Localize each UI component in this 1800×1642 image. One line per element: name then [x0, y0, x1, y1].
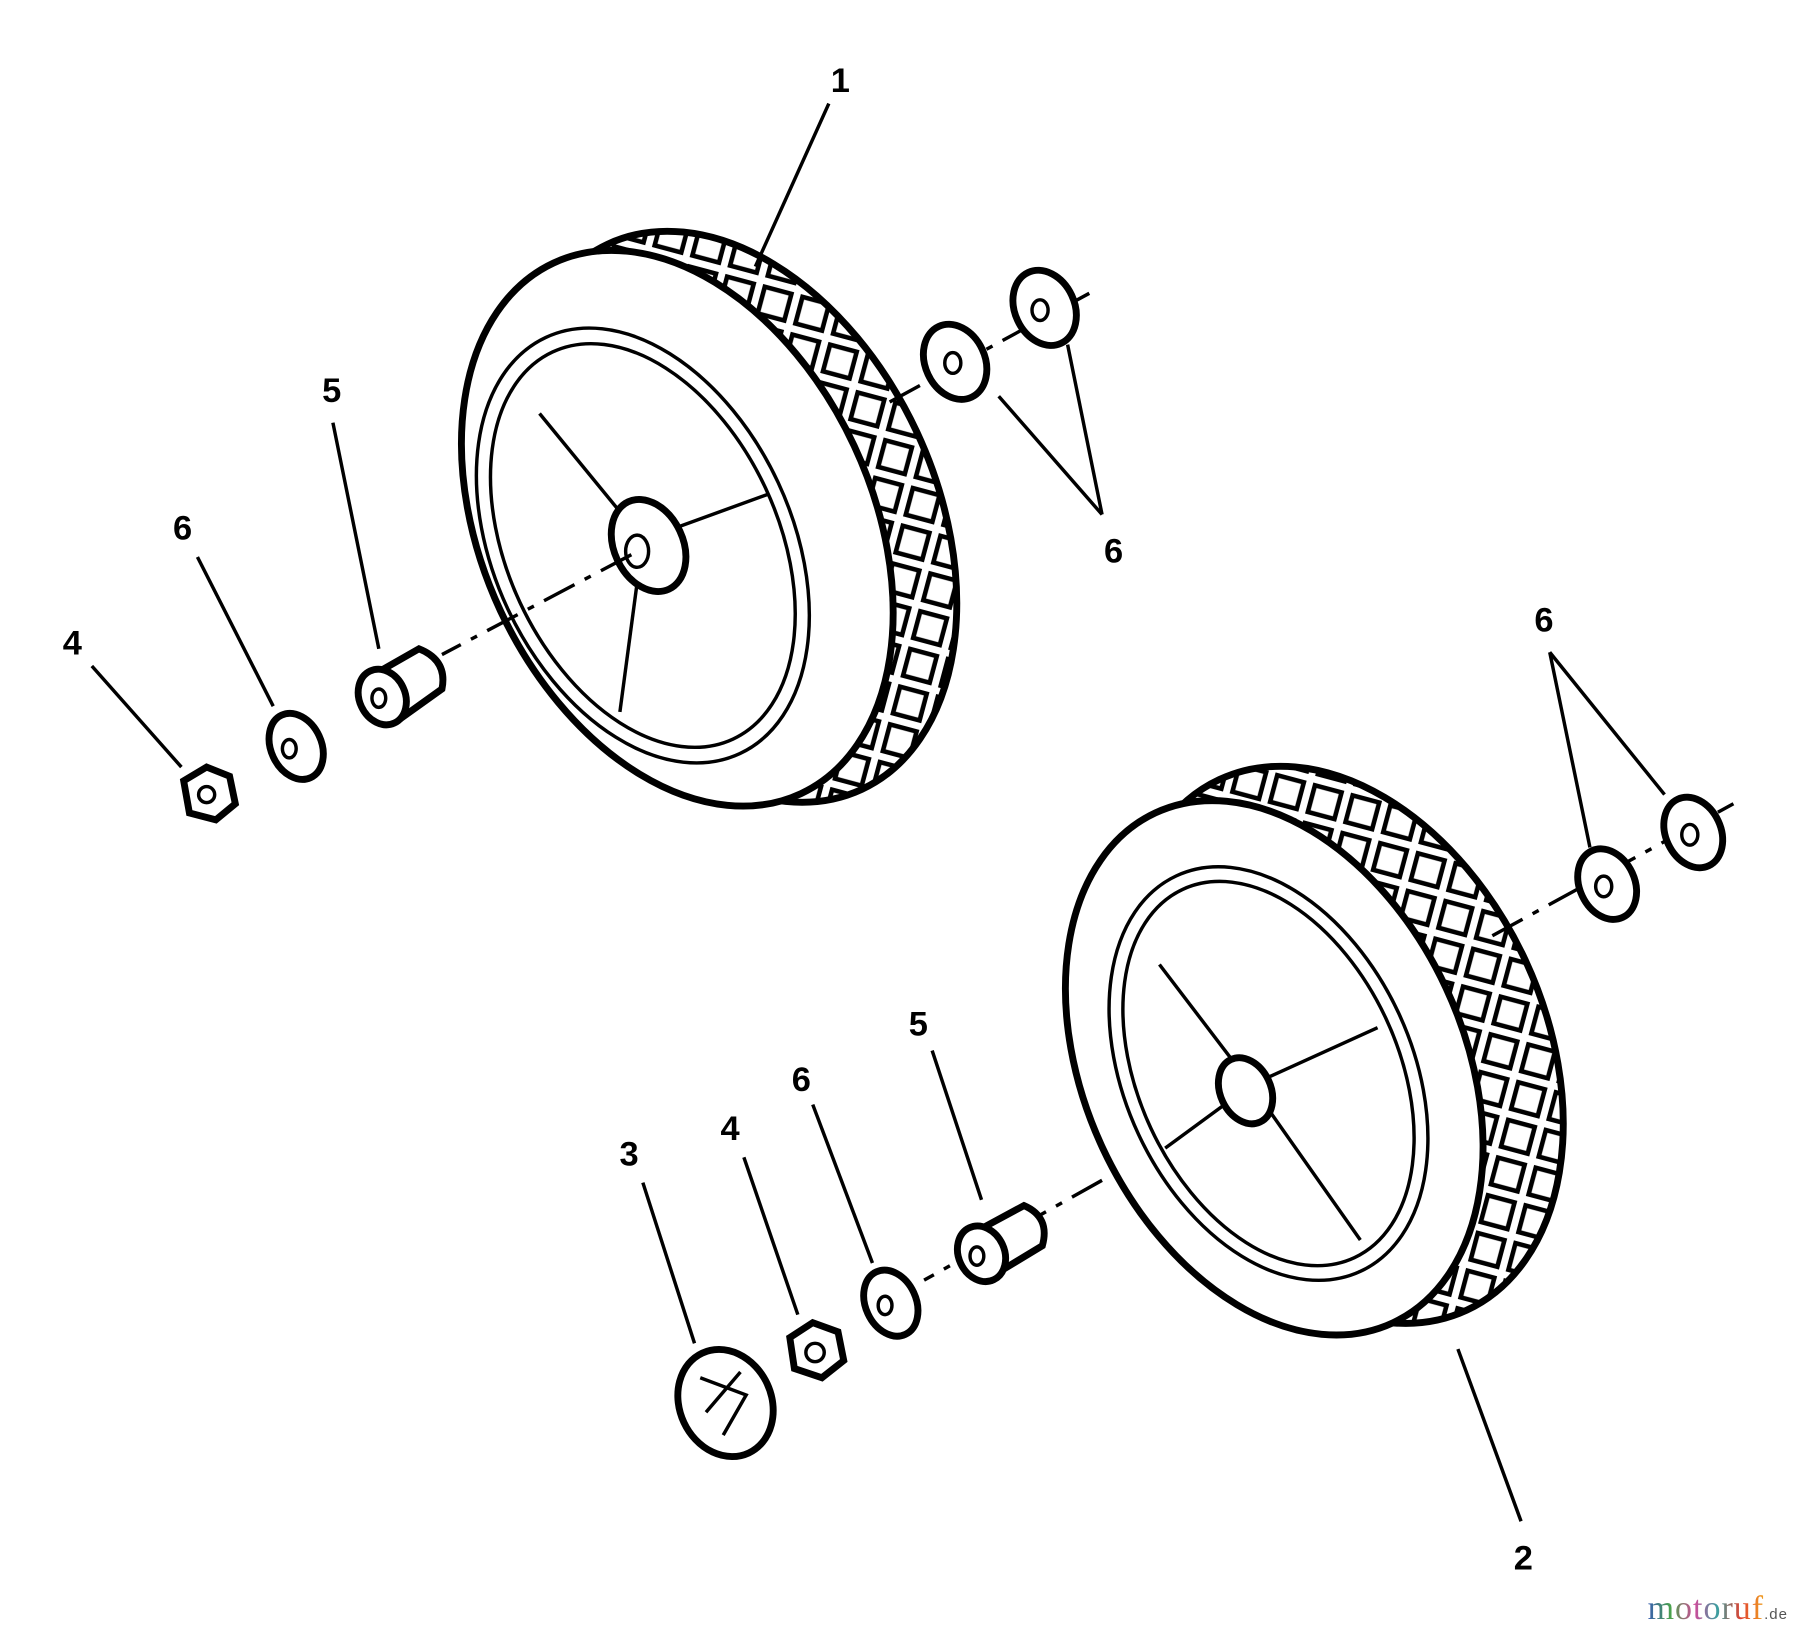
callout-6: 6 — [792, 1061, 811, 1099]
callout-6: 6 — [1104, 533, 1123, 571]
axle-line — [441, 553, 633, 657]
washer-bottom-right-a — [1574, 845, 1640, 923]
watermark-logo: motoruf.de — [1648, 1590, 1788, 1628]
washer-top-right-b — [1009, 266, 1080, 349]
nut-bottom — [786, 1318, 848, 1382]
hubcap — [674, 1345, 777, 1461]
watermark-tld: .de — [1764, 1606, 1788, 1623]
washer-bottom-left — [860, 1266, 922, 1340]
axle-line — [923, 1178, 1103, 1282]
callout-5: 5 — [322, 372, 341, 410]
callout-1: 1 — [831, 62, 850, 100]
leader-lines — [90, 102, 1666, 1522]
nut-top — [179, 763, 240, 824]
wheel-2 — [1061, 762, 1567, 1339]
spacer-top — [354, 644, 447, 729]
callout-4: 4 — [63, 625, 82, 663]
callout-6: 6 — [1534, 602, 1553, 640]
callout-3: 3 — [620, 1135, 639, 1173]
callout-6: 6 — [173, 510, 192, 548]
wheel-1 — [458, 227, 961, 810]
watermark-brand: motoruf — [1647, 1590, 1765, 1627]
callout-2: 2 — [1514, 1539, 1533, 1577]
callout-5: 5 — [909, 1006, 928, 1044]
washer-top-left — [265, 709, 327, 783]
callout-4: 4 — [721, 1110, 740, 1148]
washer-top-right-a — [919, 320, 991, 403]
washer-bottom-right-b — [1660, 793, 1727, 872]
spacer-bottom — [953, 1201, 1048, 1285]
